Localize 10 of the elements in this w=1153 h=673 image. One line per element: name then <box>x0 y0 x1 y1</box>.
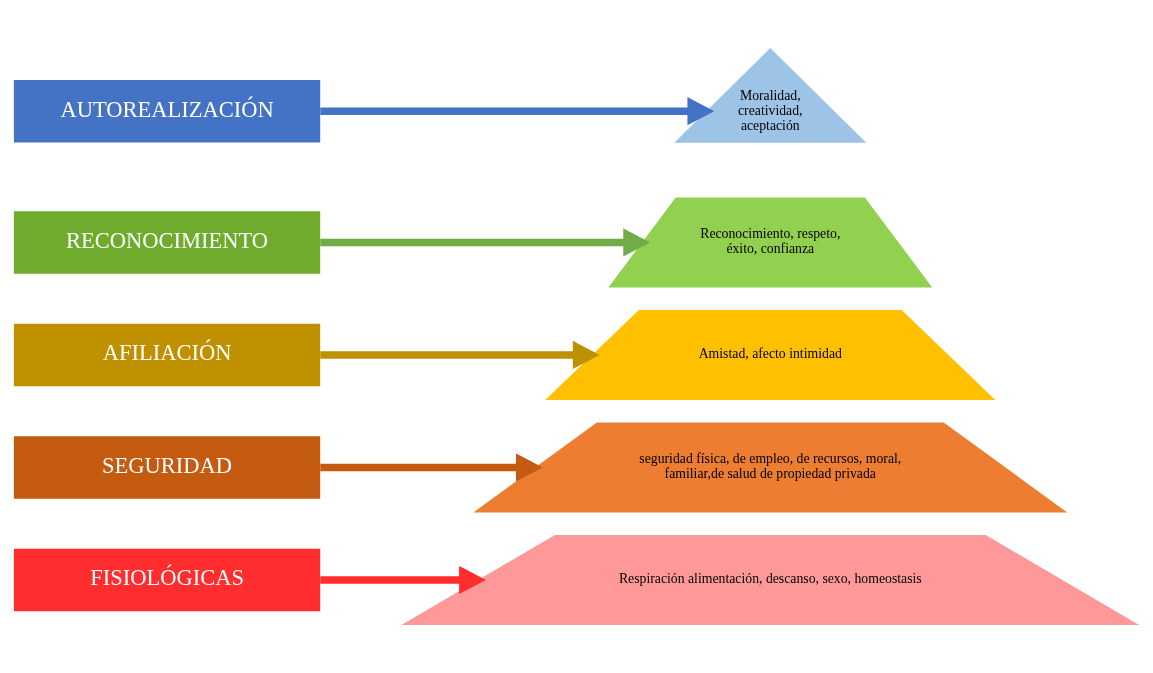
arrow <box>320 453 543 482</box>
arrow <box>320 97 715 126</box>
arrow <box>320 228 651 257</box>
node-box: FISIOLÓGICAS <box>13 548 321 612</box>
node-box: AUTOREALIZACIÓN <box>13 79 321 143</box>
node-box: AFILIACIÓN <box>13 323 321 387</box>
arrow <box>320 340 600 370</box>
node-box: RECONOCIMIENTO <box>13 211 321 274</box>
arrow <box>320 565 486 595</box>
node-box: SEGURIDAD <box>13 436 321 499</box>
